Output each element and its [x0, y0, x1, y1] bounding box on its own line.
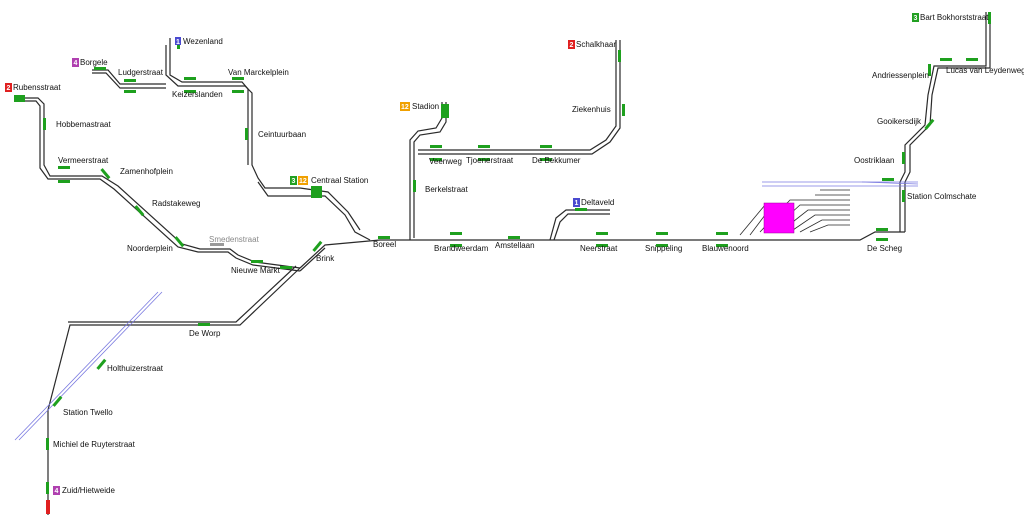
label-nieuwe-markt: Nieuwe Markt	[231, 266, 281, 275]
label-station-colmschate: Station Colmschate	[907, 192, 977, 201]
badge-deltaveld: 1	[575, 200, 579, 207]
label-berkelstraat: Berkelstraat	[425, 185, 468, 194]
label-rubensstraat: Rubensstraat	[13, 83, 61, 92]
badge-schalkhaar: 2	[570, 42, 574, 49]
track-lines	[14, 12, 991, 515]
badge-wezenland: 1	[176, 39, 180, 46]
zuid-end-marker	[46, 500, 50, 514]
label-neerstraat: Neerstraat	[580, 244, 618, 253]
label-lucas-van-leydenweg: Lucas van Leydenweg	[946, 66, 1024, 75]
label-zamenhofplein: Zamenhofplein	[120, 167, 173, 176]
label-ziekenhuis: Ziekenhuis	[572, 105, 611, 114]
label-zuid-hietweide: Zuid/Hietweide	[62, 486, 115, 495]
platforms	[43, 12, 991, 494]
label-oostriklaan: Oostriklaan	[854, 156, 894, 165]
label-blauwenoord: Blauwenoord	[702, 244, 749, 253]
depot-block	[763, 202, 795, 234]
label-noorderplein: Noorderplein	[127, 244, 173, 253]
label-van-marckelplein: Van Marckelplein	[228, 68, 289, 77]
label-gooikersdijk: Gooikersdijk	[877, 117, 922, 126]
label-vermeerstraat: Vermeerstraat	[58, 156, 109, 165]
badge-centraal-b: 12	[299, 178, 307, 185]
label-smedenstraat: Smedenstraat	[209, 235, 260, 244]
label-de-worp: De Worp	[189, 329, 221, 338]
badge-rubensstraat: 2	[7, 85, 11, 92]
label-deltaveld: Deltaveld	[581, 198, 614, 207]
label-brink: Brink	[316, 254, 335, 263]
label-amstellaan: Amstellaan	[495, 241, 535, 250]
label-de-scheg: De Scheg	[867, 244, 902, 253]
badge-borgele: 4	[74, 60, 78, 67]
label-ludgerstraat: Ludgerstraat	[118, 68, 164, 77]
station-labels: Wezenland Borgele Rubensstraat Ludgerstr…	[13, 13, 1024, 495]
label-bart-bokhorststraat: Bart Bokhorststraat	[920, 13, 989, 22]
badge-bart: 3	[914, 15, 918, 22]
label-station-twello: Station Twello	[63, 408, 113, 417]
badge-stadion: 12	[401, 104, 409, 111]
label-holthuizerstraat: Holthuizerstraat	[107, 364, 164, 373]
label-andriessenplein: Andriessenplein	[872, 71, 929, 80]
label-centraal-station: Centraal Station	[311, 176, 368, 185]
label-stadion: Stadion	[412, 102, 439, 111]
label-de-bekkumer: De Bekkumer	[532, 156, 581, 165]
label-radstakeweg: Radstakeweg	[152, 199, 200, 208]
stadion-block	[441, 104, 449, 118]
label-keizerslanden: Keizerslanden	[172, 90, 223, 99]
label-wezenland: Wezenland	[183, 37, 223, 46]
label-ceintuurbaan: Ceintuurbaan	[258, 130, 306, 139]
line-badges: 1 4 2 3 12 12 2 1 3 4	[5, 13, 919, 495]
label-borgele: Borgele	[80, 58, 108, 67]
badge-centraal-a: 3	[292, 178, 296, 185]
centraal-platform-block	[311, 186, 322, 198]
label-schalkhaar: Schalkhaar	[576, 40, 616, 49]
label-hobbemastraat: Hobbemastraat	[56, 120, 111, 129]
railway-lines	[14, 181, 919, 441]
label-brandweerdam: Brandweerdam	[434, 244, 489, 253]
label-michiel-de-ruyterstraat: Michiel de Ruyterstraat	[53, 440, 136, 449]
label-veenweg: Veenweg	[429, 157, 462, 166]
label-boreel: Boreel	[373, 240, 396, 249]
label-tjoenerstraat: Tjoenerstraat	[466, 156, 514, 165]
rubensstraat-block	[14, 95, 25, 102]
label-snippeling: Snippeling	[645, 244, 682, 253]
badge-zuid: 4	[55, 488, 59, 495]
